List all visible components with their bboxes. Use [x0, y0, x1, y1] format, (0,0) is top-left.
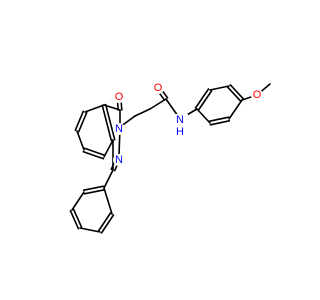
- atom-n-ring: N: [113, 123, 125, 135]
- bond-r2-r3: [209, 85, 230, 91]
- bond-p6-p1: [103, 187, 113, 215]
- atom-label-o-carbonyl-ring: O: [115, 91, 124, 103]
- atom-o-amide: O: [152, 82, 164, 94]
- bond-a6-a1-b: [101, 104, 113, 142]
- bond-a5-a6: [103, 139, 114, 158]
- bond-r5-r6-a: [208, 116, 230, 122]
- atom-label-n-amide: N: [176, 114, 184, 126]
- bond-a4-a5-a: [82, 150, 105, 160]
- bond-p4-p5: [79, 227, 101, 233]
- bond-a2-a3-b: [77, 111, 88, 133]
- atom-nh-amide: N H: [172, 114, 188, 138]
- atom-label-o-methoxy: O: [253, 89, 262, 101]
- bond-r4-r5: [228, 99, 243, 120]
- bond-p1-p2-a: [82, 185, 105, 191]
- bond-p5-p6-a: [100, 214, 115, 234]
- bond-a4-a5-b: [83, 147, 106, 157]
- bond-r5-r6-b: [209, 120, 231, 126]
- molecule-structure-diagram: O N N O N H O: [69, 82, 271, 234]
- bond-p1-p2-b: [83, 189, 106, 195]
- bond-p2-p3: [71, 191, 85, 211]
- bond-p3-p4-a: [69, 209, 80, 230]
- bond-ch2a-ch2b: [134, 108, 151, 117]
- bond-r1-r2-a: [197, 90, 213, 111]
- bond-a2-a3-a: [74, 110, 85, 132]
- bond-r1-r2-b: [194, 88, 210, 109]
- atom-labels-group: O N N O N H O: [113, 82, 263, 166]
- atom-n-ring2: N: [113, 154, 125, 166]
- bond-r6-r1: [196, 108, 211, 124]
- bond-p5-p6-b: [97, 212, 112, 232]
- bond-ch2b-cam: [149, 98, 167, 110]
- atom-label-h-amide: H: [176, 126, 184, 138]
- atom-label-o-amide: O: [154, 82, 163, 94]
- bond-r3-r4-a: [226, 86, 242, 102]
- bonds-group: [69, 83, 271, 234]
- bond-a6-a1-a: [104, 103, 116, 141]
- bond-c4-p1: [103, 169, 114, 189]
- bond-a3-a4: [76, 130, 85, 151]
- molecule-canvas: O N N O N H O: [69, 82, 271, 234]
- bond-p3-p4-b: [72, 208, 83, 229]
- bond-a1-a2: [84, 104, 105, 113]
- atom-label-n-ring: N: [115, 123, 123, 135]
- bond-r3-r4-b: [229, 84, 245, 100]
- atom-label-n-ring2: N: [115, 154, 123, 166]
- atom-o-carbonyl-ring: O: [113, 91, 125, 103]
- atom-o-methoxy: O: [251, 89, 263, 101]
